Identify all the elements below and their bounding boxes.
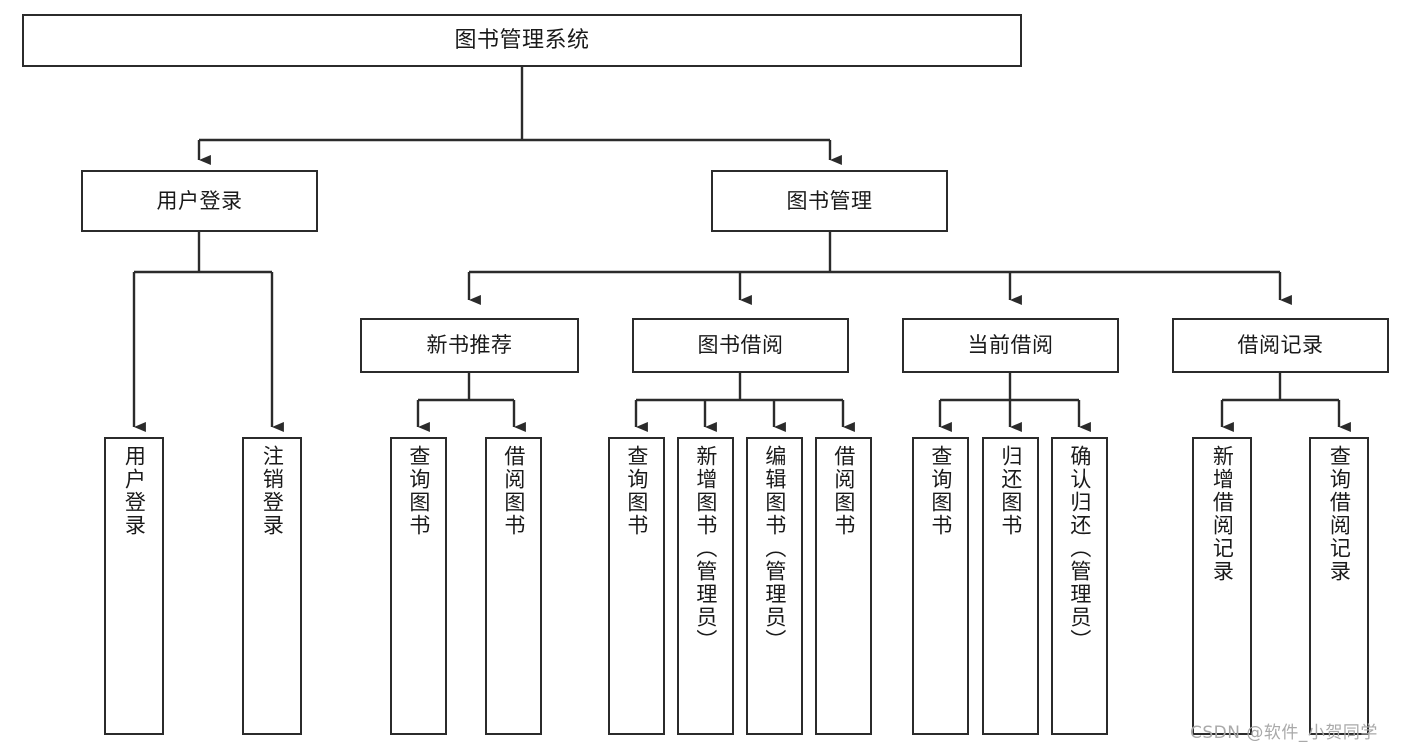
node-label: 图书借阅 bbox=[697, 333, 784, 358]
node-book-borrow[interactable]: 图书借阅 bbox=[632, 318, 849, 373]
leaf-query-book-1[interactable]: 查询图书 bbox=[390, 437, 447, 735]
node-label: 用户登录 bbox=[156, 188, 243, 213]
node-label: 查询借阅记录 bbox=[1327, 445, 1352, 583]
node-label: 归还图书 bbox=[998, 445, 1023, 537]
leaf-query-record[interactable]: 查询借阅记录 bbox=[1309, 437, 1369, 735]
node-label: 查询图书 bbox=[624, 445, 649, 537]
node-current-borrow[interactable]: 当前借阅 bbox=[902, 318, 1119, 373]
node-label: 借阅图书 bbox=[831, 445, 856, 537]
node-book-manage[interactable]: 图书管理 bbox=[711, 170, 948, 232]
leaf-add-book[interactable]: 新增图书（管理员） bbox=[677, 437, 734, 735]
node-new-book-rec[interactable]: 新书推荐 bbox=[360, 318, 579, 373]
leaf-query-book-2[interactable]: 查询图书 bbox=[608, 437, 665, 735]
node-label: 新书推荐 bbox=[426, 333, 513, 358]
leaf-user-login[interactable]: 用户登录 bbox=[104, 437, 164, 735]
node-borrow-record[interactable]: 借阅记录 bbox=[1172, 318, 1389, 373]
node-label: 图书管理 bbox=[786, 188, 873, 213]
node-label: 借阅记录 bbox=[1237, 333, 1324, 358]
leaf-borrow-book-1[interactable]: 借阅图书 bbox=[485, 437, 542, 735]
node-label: 确认归还（管理员） bbox=[1067, 445, 1092, 652]
node-label: 编辑图书（管理员） bbox=[762, 445, 787, 652]
leaf-borrow-book-2[interactable]: 借阅图书 bbox=[815, 437, 872, 735]
node-label: 查询图书 bbox=[406, 445, 431, 537]
node-root-system[interactable]: 图书管理系统 bbox=[22, 14, 1022, 67]
leaf-confirm-return[interactable]: 确认归还（管理员） bbox=[1051, 437, 1108, 735]
leaf-edit-book[interactable]: 编辑图书（管理员） bbox=[746, 437, 803, 735]
node-label: 注销登录 bbox=[260, 445, 285, 537]
node-user-login[interactable]: 用户登录 bbox=[81, 170, 318, 232]
leaf-query-book-3[interactable]: 查询图书 bbox=[912, 437, 969, 735]
node-label: 新增图书（管理员） bbox=[693, 445, 718, 652]
node-label: 用户登录 bbox=[122, 445, 147, 537]
leaf-return-book[interactable]: 归还图书 bbox=[982, 437, 1039, 735]
node-label: 当前借阅 bbox=[967, 333, 1054, 358]
node-label: 借阅图书 bbox=[501, 445, 526, 537]
leaf-add-record[interactable]: 新增借阅记录 bbox=[1192, 437, 1252, 735]
node-label: 图书管理系统 bbox=[454, 27, 590, 53]
node-label: 新增借阅记录 bbox=[1210, 445, 1235, 583]
leaf-logout-login[interactable]: 注销登录 bbox=[242, 437, 302, 735]
node-label: 查询图书 bbox=[928, 445, 953, 537]
